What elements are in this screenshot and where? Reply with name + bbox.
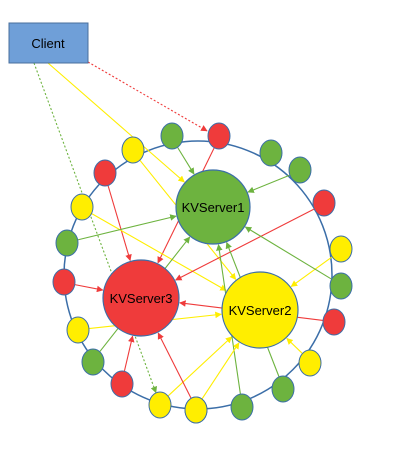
ring-node-yellow[interactable] (184, 396, 208, 424)
kvserver1-circle (175, 169, 251, 245)
link-n11-kvserver3 (74, 284, 104, 293)
ring-node-green[interactable] (230, 393, 254, 421)
ring-node-yellow[interactable] (298, 349, 322, 377)
ring-node-red[interactable] (93, 159, 117, 187)
ring-node-red[interactable] (322, 308, 346, 336)
ring-node-red[interactable] (207, 122, 231, 150)
link-n8-kvserver3 (175, 208, 315, 281)
ring-node-yellow[interactable] (329, 235, 353, 263)
client-link-kvserver1 (47, 62, 185, 183)
kvserver3-node[interactable]: KVServer3 (102, 259, 180, 337)
kvserver2-circle (221, 271, 299, 349)
kvserver2-node[interactable]: KVServer2 (221, 271, 299, 349)
ring-node-green[interactable] (81, 348, 105, 376)
client-label: Client (31, 36, 65, 51)
link-n12-kvserver1 (244, 226, 332, 280)
client-box[interactable]: Client (8, 22, 89, 64)
client-links (33, 61, 208, 394)
ring-node-red[interactable] (110, 370, 134, 398)
link-n5-kvserver3 (107, 185, 132, 262)
link-n17-kvserver3 (123, 335, 135, 372)
client-rect (8, 22, 89, 64)
link-n9-kvserver1 (77, 214, 177, 241)
ring-node-red[interactable] (52, 268, 76, 296)
client-link-n2 (87, 61, 208, 132)
ring-node-green[interactable] (259, 139, 283, 167)
link-n1-kvserver1 (177, 146, 195, 175)
link-n22-kvserver2 (201, 342, 240, 400)
kvserver3-circle (102, 259, 180, 337)
ring-node-yellow[interactable] (148, 391, 172, 419)
ring-node-yellow[interactable] (66, 316, 90, 344)
link-n16-kvserver2 (286, 337, 303, 354)
ring-node-yellow[interactable] (121, 136, 145, 164)
link-n7-kvserver2 (91, 213, 227, 291)
link-n20-kvserver3 (157, 332, 192, 399)
ring-node-green[interactable] (55, 229, 79, 257)
link-n19-kvserver2 (167, 336, 233, 397)
ring-node-green[interactable] (329, 272, 353, 300)
ring-node-green[interactable] (160, 122, 184, 150)
client-link-n19 (33, 62, 157, 394)
kvserver2-label: KVServer2 (229, 303, 292, 318)
kvserver1-label: KVServer1 (182, 200, 245, 215)
ring-nodes (52, 122, 353, 424)
link-n6-kvserver1 (247, 174, 291, 193)
link-n10-kvserver2 (290, 256, 333, 287)
ring-node-green[interactable] (271, 375, 295, 403)
ring-node-yellow[interactable] (70, 193, 94, 221)
ring-node-red[interactable] (312, 189, 336, 217)
kvserver1-node[interactable]: KVServer1 (175, 169, 251, 245)
kvserver3-label: KVServer3 (110, 291, 173, 306)
ring-node-green[interactable] (288, 156, 312, 184)
